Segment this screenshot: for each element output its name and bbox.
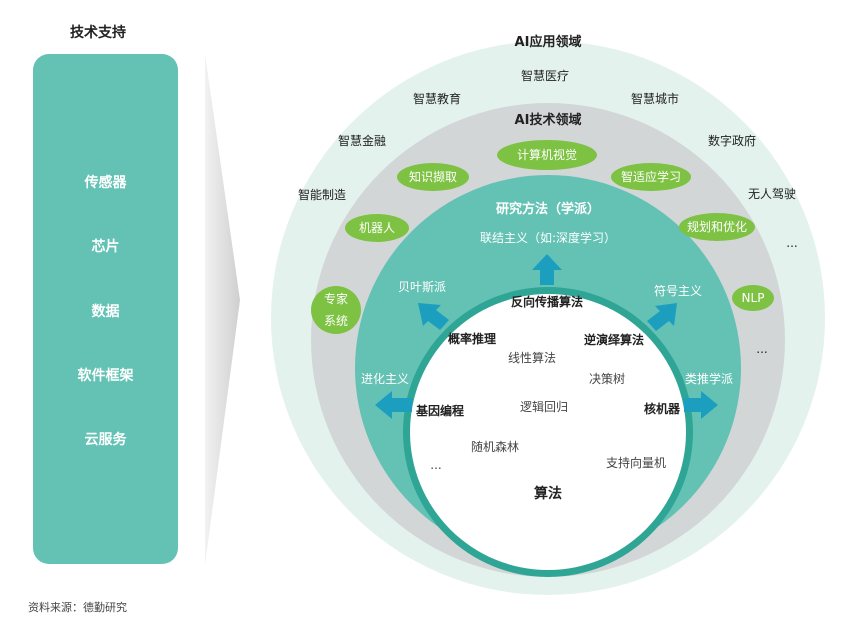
- pill-robotics: [345, 214, 409, 242]
- domain-ellipsis: ...: [786, 236, 797, 250]
- tech-support-item-chip: 芯片: [91, 239, 120, 255]
- source-note: 资料来源：德勤研究: [28, 601, 127, 614]
- arrow-up-left-icon: [418, 303, 449, 330]
- domain-manufacturing: 智能制造: [298, 187, 346, 202]
- algo-random-forest: 随机森林: [471, 439, 519, 454]
- pill-planning-optimization: [679, 213, 755, 241]
- domain-city: 智慧城市: [631, 91, 679, 106]
- tech-support-title: 技术支持: [70, 25, 126, 41]
- outer-ring-title: AI应用领域: [515, 34, 582, 50]
- domain-healthcare: 智慧医疗: [521, 68, 569, 83]
- pill-expert-system-label-1: 专家: [324, 291, 348, 306]
- arrow-up-icon: [532, 254, 562, 285]
- algo-inverse-deduction: 逆演绎算法: [584, 332, 644, 347]
- tech-support-item-sensor: 传感器: [84, 175, 127, 191]
- algo-ellipsis: ...: [430, 458, 441, 472]
- school-symbolism: 符号主义: [654, 283, 702, 298]
- algo-svm: 支持向量机: [606, 455, 666, 470]
- tech-support-item-framework: 软件框架: [77, 368, 134, 384]
- tech-support-panel: 传感器 芯片 数据 软件框架 云服务: [33, 54, 178, 564]
- arrow-left-icon: [375, 391, 412, 419]
- algo-logistic-regression: 逻辑回归: [520, 400, 568, 414]
- pill-computer-vision: [497, 140, 597, 170]
- school-analogizers: 类推学派: [685, 371, 733, 386]
- arrow-up-right-icon: [647, 303, 677, 331]
- pill-expert-system: [311, 286, 361, 334]
- domain-education: 智慧教育: [413, 91, 461, 106]
- pill-expert-system-label-2: 系统: [324, 314, 348, 328]
- algo-probabilistic-inference: 概率推理: [448, 331, 496, 346]
- pill-computer-vision-label: 计算机视觉: [517, 147, 577, 162]
- core-title: 算法: [534, 485, 562, 502]
- domain-government: 数字政府: [708, 133, 756, 148]
- middle-ring-title: AI技术领域: [515, 112, 582, 128]
- pill-adaptive-learning-label: 智适应学习: [621, 169, 681, 184]
- tech-support-item-cloud: 云服务: [84, 432, 127, 448]
- algo-kernel-machine: 核机器: [644, 401, 681, 416]
- tech-support-item-data: 数据: [91, 304, 120, 320]
- school-evolutionism: 进化主义: [361, 372, 409, 386]
- connector-wedge: [205, 54, 240, 565]
- inner-ring-title: 研究方法（学派）: [496, 201, 600, 217]
- algo-backpropagation: 反向传播算法: [511, 294, 583, 309]
- arrow-right-icon: [684, 391, 718, 419]
- school-connectionism: 联结主义（如:深度学习）: [480, 230, 616, 245]
- pill-nlp-label: NLP: [742, 291, 765, 305]
- pill-knowledge-extraction: [397, 163, 469, 191]
- algo-decision-tree: 决策树: [589, 371, 625, 386]
- middle-ellipsis: ...: [756, 342, 767, 356]
- pill-adaptive-learning: [611, 163, 691, 191]
- pill-robotics-label: 机器人: [359, 221, 395, 235]
- algo-genetic-programming: 基因编程: [415, 403, 464, 418]
- domain-autonomous-driving: 无人驾驶: [748, 186, 796, 201]
- core-circle: [410, 294, 686, 570]
- pill-nlp: [732, 285, 774, 311]
- pill-knowledge-extraction-label: 知识撷取: [409, 170, 457, 184]
- school-bayesian: 贝叶斯派: [398, 280, 446, 294]
- algo-linear: 线性算法: [508, 350, 556, 365]
- domain-finance: 智慧金融: [338, 133, 386, 148]
- pill-planning-optimization-label: 规划和优化: [687, 219, 747, 234]
